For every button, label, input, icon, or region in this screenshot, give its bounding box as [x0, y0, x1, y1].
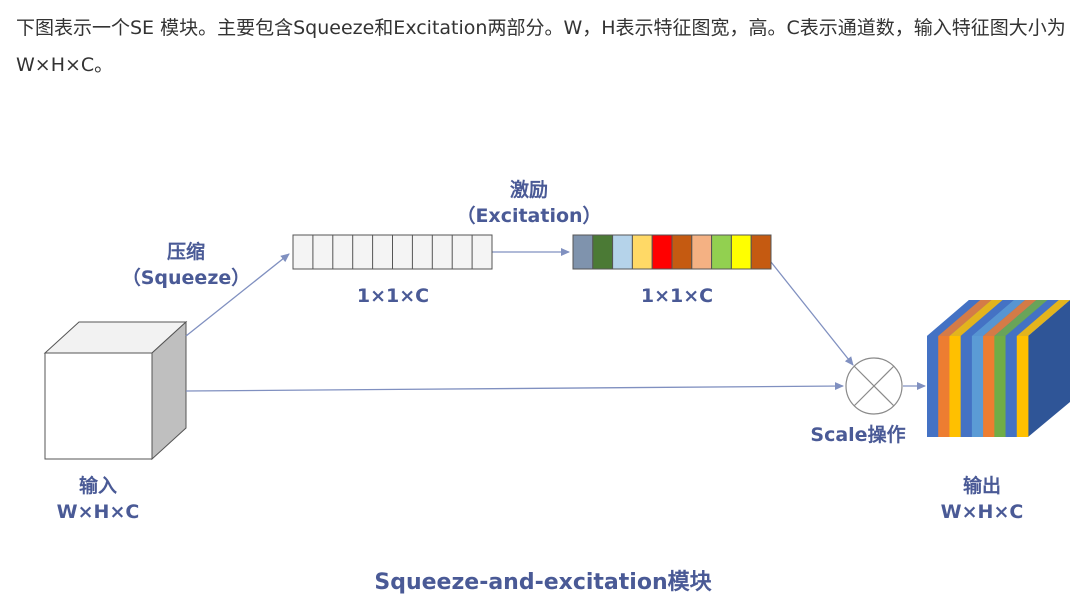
output-top-stripe [949, 300, 1003, 336]
weights-to-scale-arrow [770, 261, 854, 366]
excitation-vector [572, 234, 772, 270]
squeeze-label-en: （Squeeze） [122, 266, 251, 289]
input-dim: W×H×C [57, 501, 140, 523]
scale-operator-icon [845, 357, 903, 415]
output-dim: W×H×C [941, 501, 1024, 523]
excitation-cell [691, 234, 713, 270]
output-top-stripe [960, 300, 1014, 336]
input-cube [43, 320, 188, 461]
excitation-cell [750, 234, 772, 270]
output-stripe [960, 336, 973, 437]
output-top-stripe [1016, 300, 1070, 336]
output-stripe [994, 336, 1006, 437]
squeeze-arrow [185, 253, 290, 337]
output-stripe [927, 336, 939, 437]
squeeze-vector [292, 234, 493, 270]
output-top-stripe [983, 300, 1037, 336]
excitation-vector-dim: 1×1×C [641, 285, 713, 307]
output-stripe [949, 336, 962, 437]
output-cube [927, 300, 1070, 437]
output-stripe [1016, 336, 1029, 437]
input-to-scale-arrow [185, 382, 844, 392]
excitation-label-cn: 激励 [510, 178, 548, 201]
squeeze-vector-dim: 1×1×C [357, 285, 429, 307]
output-top-stripe [994, 300, 1048, 336]
output-top-stripe [938, 300, 992, 336]
output-top-stripe [1005, 300, 1059, 336]
input-label: 输入 [79, 474, 117, 497]
output-stripe [1005, 336, 1018, 437]
excitation-cell [631, 234, 653, 270]
excitation-cell [671, 234, 693, 270]
output-stripe [983, 336, 995, 437]
scale-label: Scale操作 [810, 423, 905, 446]
excitation-cell [730, 234, 752, 270]
output-stripe [971, 336, 984, 437]
excitation-label-en: （Excitation） [456, 204, 601, 227]
diagram-caption: Squeeze-and-excitation模块 [374, 570, 712, 595]
output-top-stripe [971, 300, 1026, 336]
intro-paragraph: 下图表示一个SE 模块。主要包含Squeeze和Excitation两部分。W，… [16, 17, 1066, 76]
excitation-cell [592, 234, 614, 270]
output-label: 输出 [963, 474, 1001, 497]
output-stripe [938, 336, 950, 437]
excitation-cell [612, 234, 633, 270]
excitation-cell [711, 234, 732, 270]
squeeze-label-cn: 压缩 [167, 240, 205, 263]
excitation-cell [651, 234, 673, 270]
output-top-stripe [927, 300, 981, 336]
excitation-cell [572, 234, 594, 270]
